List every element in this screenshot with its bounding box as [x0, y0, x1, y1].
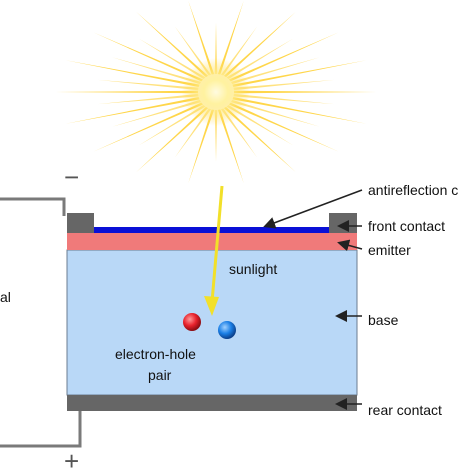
sun-ray	[232, 96, 367, 124]
sun-ray	[226, 38, 294, 80]
sun-ray	[138, 38, 206, 80]
electron-particle	[183, 313, 201, 331]
front-contact-left	[67, 213, 94, 233]
sun-ray	[97, 79, 199, 91]
rear-contact-layer	[67, 395, 357, 411]
sun-ray	[226, 104, 294, 146]
label-sunlight: sunlight	[229, 261, 278, 277]
antireflection-layer	[94, 227, 329, 233]
sun-ray	[233, 79, 335, 91]
label-electron-hole-line1: electron-hole	[115, 346, 196, 362]
sun-ray	[136, 11, 209, 78]
sun-ray	[217, 0, 244, 75]
sun-ray	[65, 96, 200, 124]
hole-particle	[218, 321, 236, 339]
sun-ray	[223, 11, 296, 78]
sun-ray	[233, 90, 376, 94]
sun-ray	[136, 106, 209, 173]
label-front-contact: front contact	[368, 218, 446, 234]
sunlight-arrow-head	[204, 296, 219, 316]
circuit-wire-bottom	[0, 410, 82, 448]
label-electron-hole-line2: pair	[148, 367, 172, 383]
sun-ray	[230, 57, 320, 85]
base-layer	[66, 249, 358, 396]
sun-ray	[112, 57, 202, 85]
plus-terminal: +	[64, 446, 80, 476]
sun-ray	[228, 32, 339, 82]
sun-ray	[232, 60, 367, 88]
sun-ray	[112, 99, 202, 127]
sun-ray	[56, 90, 199, 94]
minus-terminal: −	[64, 162, 80, 192]
label-rear-contact: rear contact	[368, 402, 442, 418]
sun-ray	[230, 99, 320, 127]
sun-icon	[56, 0, 376, 184]
antireflection-pointer	[263, 189, 363, 229]
front-contact-right	[329, 213, 357, 233]
label-base: base	[368, 312, 399, 328]
sun-ray	[223, 106, 296, 173]
sun-ray	[65, 60, 200, 88]
emitter-pointer	[337, 239, 363, 252]
sun-ray	[93, 102, 204, 152]
emitter-layer	[67, 233, 357, 250]
sun-ray	[93, 32, 204, 82]
label-left-cut: al	[0, 289, 11, 305]
sun-ray	[138, 104, 206, 146]
sun-ray	[97, 93, 199, 105]
sunlight-arrow	[210, 185, 224, 303]
sun-ray	[228, 102, 339, 152]
sun-ray	[188, 109, 215, 184]
sun-ray	[217, 109, 244, 184]
circuit-wire-top	[0, 197, 66, 216]
sun-ray	[233, 93, 335, 105]
label-antireflection: antireflection c	[368, 182, 459, 198]
label-emitter: emitter	[368, 242, 411, 258]
sun-ray	[188, 0, 215, 75]
